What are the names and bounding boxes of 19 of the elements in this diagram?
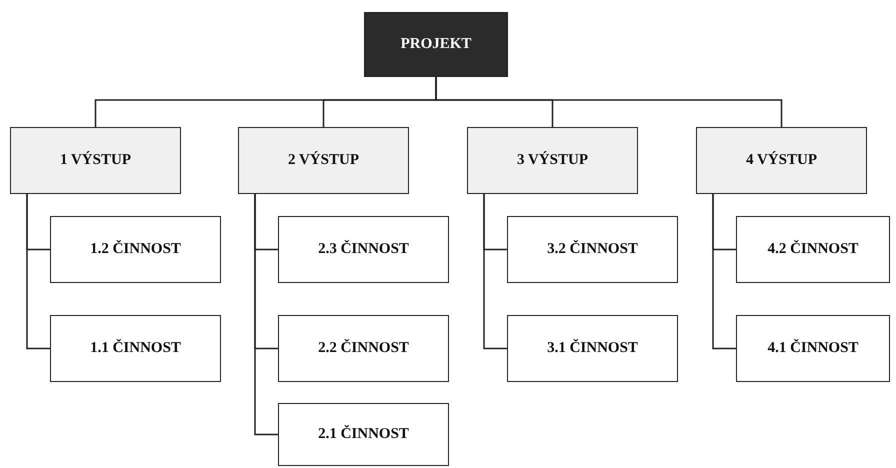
connector-line: [712, 194, 736, 350]
activity-box: 1.1 ČINNOST: [50, 315, 221, 382]
connector-line: [435, 77, 782, 127]
connector-line: [26, 194, 50, 350]
activity-box: 2.1 ČINNOST: [278, 403, 449, 466]
activity-box: 3.2 ČINNOST: [507, 216, 678, 283]
activity-box: 4.2 ČINNOST: [736, 216, 890, 283]
output-box: 4 VÝSTUP: [696, 127, 867, 194]
output-box: 1 VÝSTUP: [10, 127, 181, 194]
activity-box: 1.2 ČINNOST: [50, 216, 221, 283]
activity-box: 2.3 ČINNOST: [278, 216, 449, 283]
connector-line: [483, 194, 507, 350]
connector-line: [254, 194, 278, 436]
activity-box: 2.2 ČINNOST: [278, 315, 449, 382]
activity-box: 4.1 ČINNOST: [736, 315, 890, 382]
output-box: 2 VÝSTUP: [238, 127, 409, 194]
project-box: PROJEKT: [364, 12, 508, 77]
output-box: 3 VÝSTUP: [467, 127, 638, 194]
activity-box: 3.1 ČINNOST: [507, 315, 678, 382]
